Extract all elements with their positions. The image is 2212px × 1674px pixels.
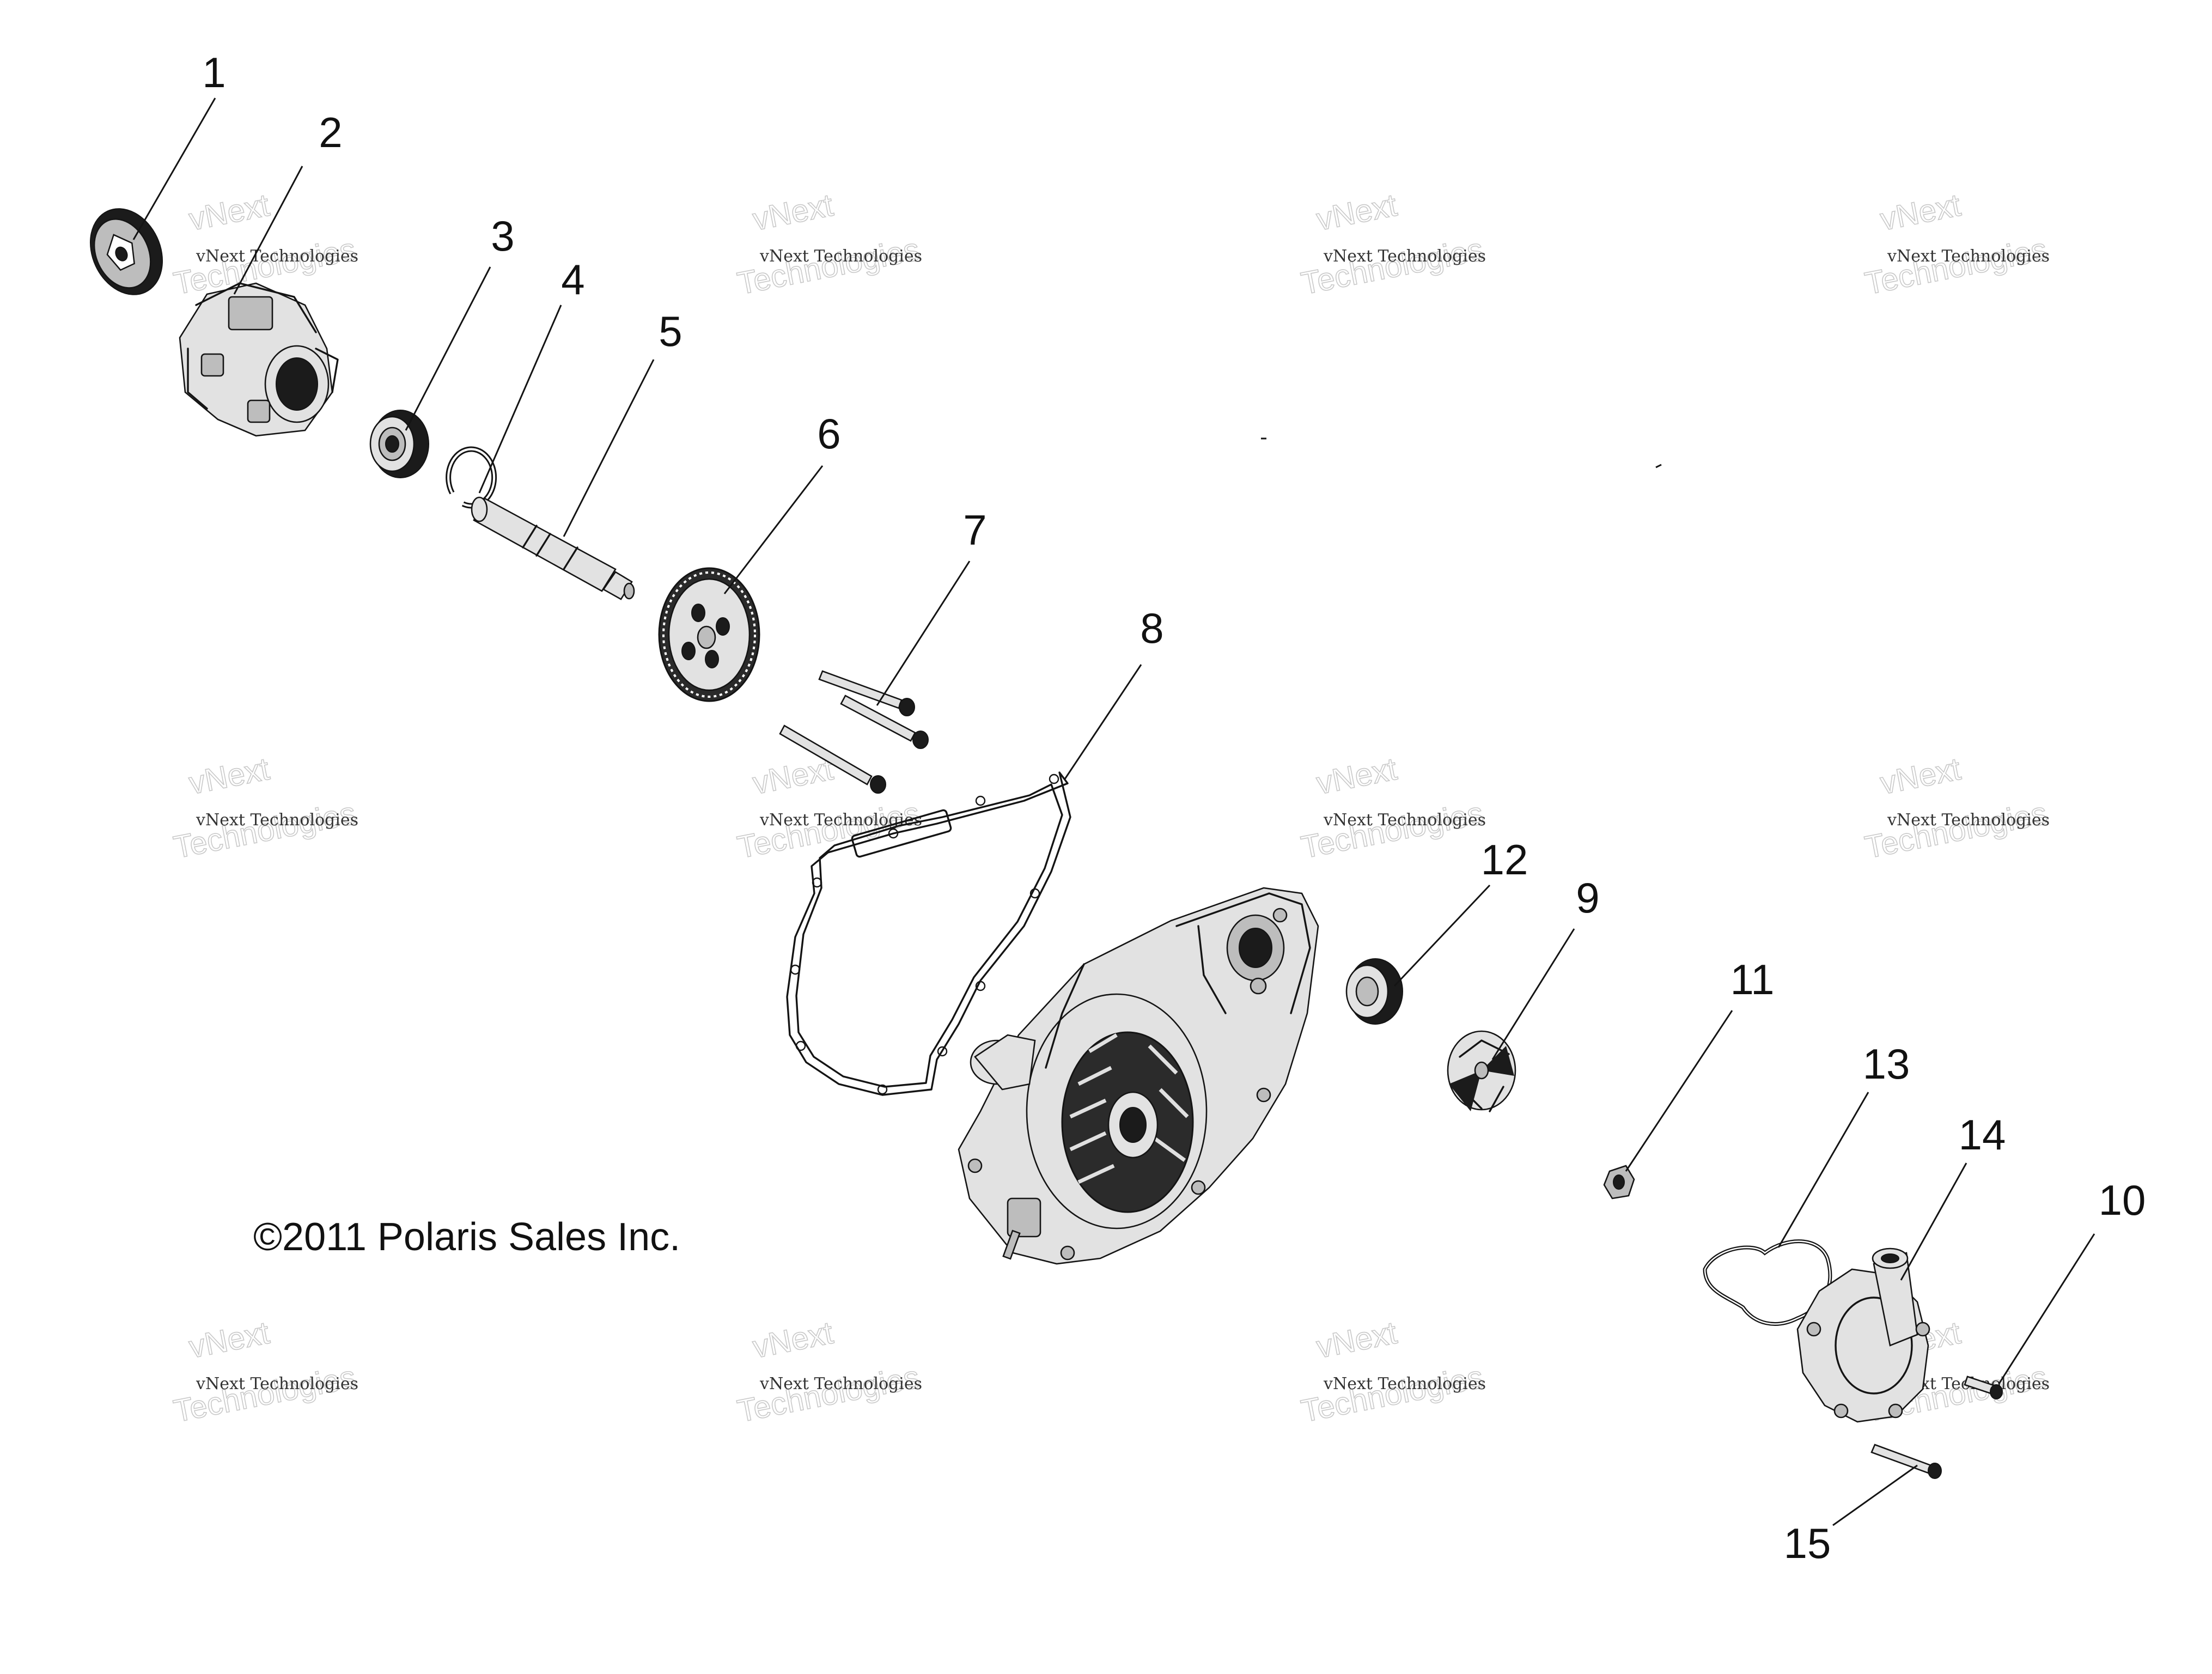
watermark-large-text: Technologies (1862, 232, 2050, 301)
callout-13: 13 (1863, 1040, 1910, 1088)
callout-4: 4 (561, 255, 584, 303)
watermark-large-text: vNext (1314, 1315, 1400, 1365)
callout-8: 8 (1140, 604, 1163, 652)
watermark: vNext Technologies vNext Technologies (1298, 1314, 1486, 1429)
part-11-nut (1603, 1165, 1635, 1200)
callout-2: 2 (319, 108, 342, 156)
leader-line-12 (1393, 884, 1491, 987)
leader-line-13 (1777, 1092, 1869, 1248)
watermark: vNext Technologies vNext Technologies (170, 1314, 359, 1429)
watermark-small-text: vNext Technologies (759, 1374, 922, 1393)
watermark-large-text: Technologies (1862, 795, 2050, 865)
leader-line-7 (876, 561, 971, 706)
leader-line-1 (132, 98, 216, 240)
watermark-large-text: vNext (750, 187, 836, 238)
part-3-bearing (369, 410, 429, 478)
watermark-large-text: Technologies (735, 795, 923, 865)
part-5-shaft (471, 496, 635, 600)
part-1-pump-rotor (89, 208, 163, 295)
callout-11: 11 (1730, 955, 1775, 1003)
watermark-large-text: Technologies (735, 1359, 923, 1429)
bolt (779, 725, 886, 794)
callout-1: 1 (202, 48, 226, 96)
watermark-large-text: vNext (186, 1315, 272, 1365)
part-6-gear (658, 567, 760, 702)
watermark: vNext Technologies vNext Technologies (734, 1314, 923, 1429)
leader-line-9 (1491, 928, 1575, 1060)
engine-cover (958, 887, 1319, 1265)
watermark-small-text: vNext Technologies (759, 247, 922, 266)
callout-10: 10 (2099, 1176, 2146, 1224)
watermark: vNext Technologies vNext Technologies (1862, 187, 2050, 302)
stray-mark (1655, 464, 1662, 468)
watermark: vNext Technologies vNext Technologies (170, 187, 359, 302)
leader-line-6 (723, 465, 824, 594)
cover-port (970, 1034, 1036, 1091)
leader-line-11 (1625, 1010, 1733, 1172)
watermark-large-text: vNext (1878, 187, 1964, 238)
callout-5: 5 (659, 307, 682, 355)
leader-line-14 (1900, 1162, 1967, 1281)
leader-line-3 (405, 266, 491, 431)
callout-numbers: 1 2 3 4 5 6 7 8 12 9 11 13 14 10 15 (202, 48, 2146, 1567)
bolt (840, 695, 929, 749)
watermark-large-text: vNext (186, 751, 272, 801)
watermark: vNext Technologies vNext Technologies (1862, 751, 2050, 866)
part-4-snap-ring (446, 446, 497, 509)
leader-line-15 (1832, 1464, 1918, 1526)
part-8-gasket (786, 771, 1071, 1096)
watermark: vNext Technologies vNext Technologies (1298, 187, 1486, 302)
part-2-pump-housing (179, 282, 339, 437)
watermark-small-text: vNext Technologies (1887, 811, 2050, 830)
watermark-large-text: Technologies (1299, 1359, 1486, 1429)
watermark-large-text: Technologies (171, 1359, 359, 1429)
part-12-seal (1345, 958, 1403, 1025)
callout-15: 15 (1784, 1519, 1831, 1567)
watermark-small-text: vNext Technologies (196, 247, 358, 266)
watermark-large-text: vNext (750, 1315, 836, 1365)
callout-12: 12 (1481, 836, 1528, 884)
leader-lines (132, 98, 2095, 1526)
part-10-bolt (1964, 1375, 2003, 1399)
watermark-small-text: vNext Technologies (196, 1374, 358, 1393)
watermark-large-text: vNext (1314, 751, 1400, 801)
callout-7: 7 (963, 506, 986, 554)
watermark-small-text: vNext Technologies (1887, 247, 2050, 266)
watermark-large-text: vNext (186, 187, 272, 238)
part-14-pump-cover (1796, 1247, 1930, 1423)
watermark-large-text: vNext (1314, 187, 1400, 238)
callout-3: 3 (491, 212, 514, 260)
watermark: vNext Technologies vNext Technologies (170, 751, 359, 866)
callout-6: 6 (817, 410, 840, 458)
callout-14: 14 (1959, 1111, 2006, 1159)
watermark-large-text: Technologies (1299, 232, 1486, 301)
watermark-large-text: Technologies (1299, 795, 1486, 865)
callout-9: 9 (1576, 874, 1599, 922)
watermark-small-text: vNext Technologies (1323, 811, 1486, 830)
watermark: vNext Technologies vNext Technologies (734, 187, 923, 302)
watermark-small-text: vNext Technologies (1323, 247, 1486, 266)
leader-line-5 (563, 359, 655, 537)
watermark-small-text: vNext Technologies (1323, 1374, 1486, 1393)
watermark-large-text: Technologies (171, 795, 359, 865)
leader-line-2 (233, 166, 303, 295)
leader-line-4 (478, 305, 562, 494)
part-9-impeller (1447, 1030, 1516, 1112)
watermark-small-text: vNext Technologies (196, 811, 358, 830)
watermark-large-text: Technologies (735, 232, 923, 301)
watermark: vNext Technologies vNext Technologies (1298, 751, 1486, 866)
watermark-large-text: vNext (1878, 751, 1964, 801)
copyright-text: ©2011 Polaris Sales Inc. (253, 1215, 680, 1259)
leader-line-10 (1998, 1233, 2095, 1384)
leader-line-8 (1064, 664, 1142, 780)
